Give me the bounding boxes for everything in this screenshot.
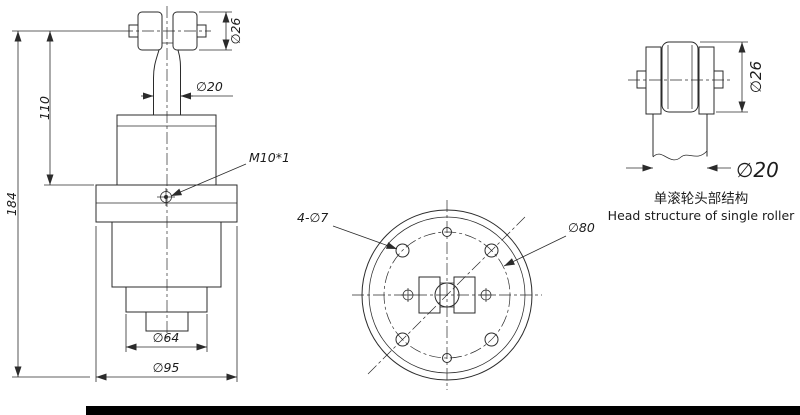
front-view: ∅26 ∅20 110 184 M10*1 ∅64 ∅95 (4, 6, 290, 382)
bottom-view: 4-∅7 ∅80 (297, 200, 595, 390)
bolt-circle-callout: ∅80 (568, 220, 595, 235)
dim-height-110: 110 (37, 96, 52, 120)
holes-callout: 4-∅7 (297, 210, 328, 225)
dim-lower-diameter: ∅64 (153, 330, 180, 345)
dim-shaft-diameter-front: ∅20 (196, 79, 223, 94)
holes-leader (332, 225, 398, 250)
break-line (652, 150, 708, 161)
bottom-bar (86, 406, 800, 415)
detail-head-outline (636, 41, 724, 161)
dim-flange-diameter: ∅95 (153, 360, 180, 375)
roller-head-outline (121, 11, 211, 116)
dim-shaft-diameter-detail: ∅20 (736, 158, 779, 182)
bolt-circle (383, 231, 511, 359)
thread-callout: M10*1 (249, 150, 290, 165)
detail-view: ∅26 ∅20 单滚轮头部结构 Head structure of single… (608, 41, 796, 223)
flange-circles (361, 209, 533, 381)
bottom-pad (145, 311, 189, 332)
detail-dimension-lines (626, 41, 748, 172)
set-screw (157, 188, 175, 206)
caption-chinese: 单滚轮头部结构 (654, 190, 749, 207)
dim-height-184: 184 (4, 192, 19, 216)
diagonal-centerline (367, 215, 527, 375)
bolt-holes (395, 227, 499, 363)
dim-roller-diameter-detail: ∅26 (747, 61, 765, 93)
caption-english: Head structure of single roller (608, 208, 796, 223)
body-outline (95, 114, 238, 332)
dim-roller-diameter-front: ∅26 (228, 18, 243, 45)
front-dimension-lines (12, 11, 247, 382)
bolt-circle-leader (503, 235, 567, 267)
head-bottom-feature (401, 276, 493, 314)
